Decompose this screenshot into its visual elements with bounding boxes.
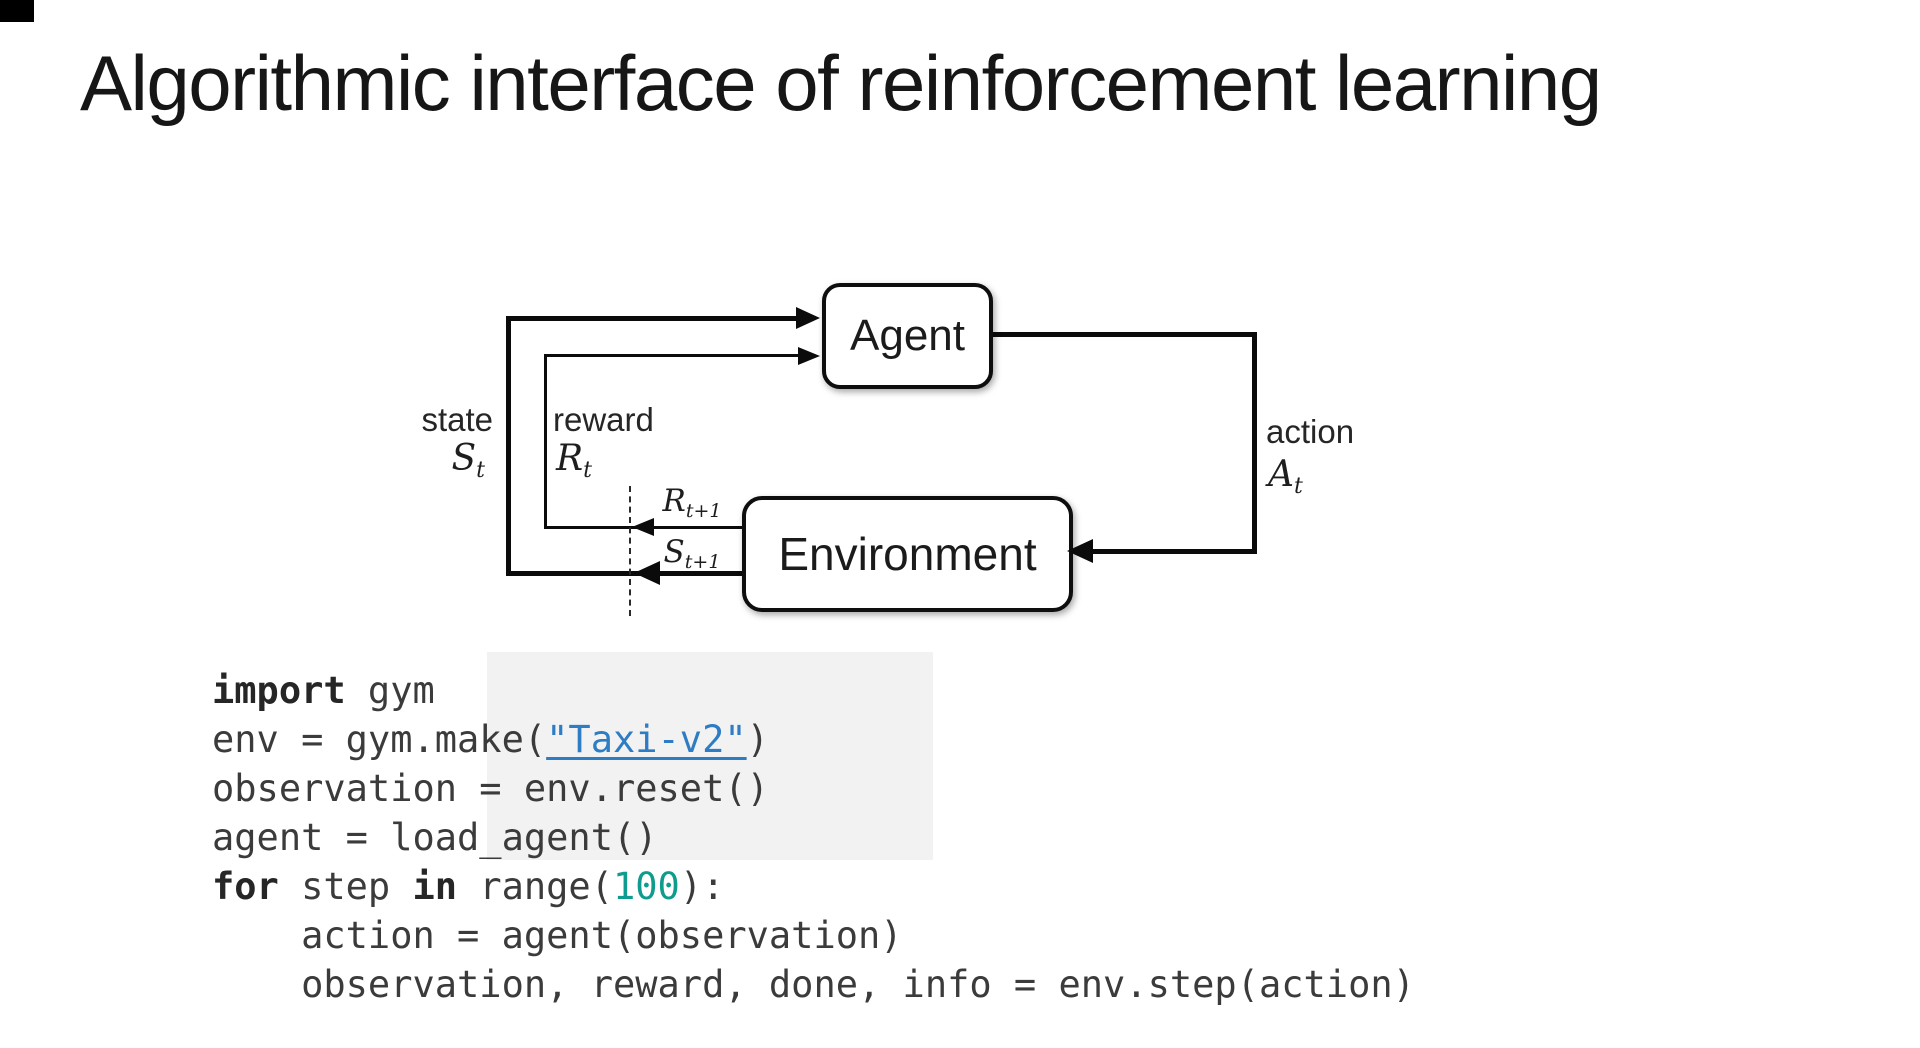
state-symbol-sub: t xyxy=(476,458,485,483)
action-symbol-var: A xyxy=(1268,454,1294,495)
action-label: action xyxy=(1266,413,1355,450)
slide-title: Algorithmic interface of reinforcement l… xyxy=(80,39,1602,127)
reward-label: reward xyxy=(553,401,654,438)
reward-symbol-sub: t xyxy=(583,458,592,483)
code-highlight-bg xyxy=(487,652,933,860)
next-reward-arrowhead-icon xyxy=(632,518,654,536)
code-segment: import xyxy=(212,669,346,712)
action-line-top xyxy=(985,332,1257,337)
environment-box: Environment xyxy=(742,496,1073,612)
code-segment: gym xyxy=(345,669,435,712)
code-segment: agent = load_agent() xyxy=(212,816,658,859)
code-segment: observation, reward, done, info = env.st… xyxy=(212,963,1415,1006)
reward-arrowhead-icon xyxy=(798,347,820,365)
state-line-left xyxy=(506,316,511,576)
code-segment: action = agent(observation) xyxy=(212,914,903,957)
next-state-symbol-var: S xyxy=(663,534,685,570)
action-line-bottom xyxy=(1091,549,1257,554)
code-segment: range( xyxy=(457,865,613,908)
next-state-symbol: St+1 xyxy=(640,534,744,573)
code-segment: 100 xyxy=(612,865,680,908)
taxi-v2-link[interactable]: "Taxi-v2" xyxy=(546,718,747,761)
code-line: for step in range(100): xyxy=(212,862,1415,911)
action-arrowhead-icon xyxy=(1067,539,1093,563)
next-reward-symbol-var: R xyxy=(662,483,686,519)
next-reward-symbol: Rt+1 xyxy=(640,483,744,522)
agent-box: Agent xyxy=(822,283,993,389)
action-symbol-sub: t xyxy=(1294,474,1303,499)
state-label: state xyxy=(421,401,493,438)
next-state-symbol-sub: t+1 xyxy=(684,551,721,573)
code-line: import gym xyxy=(212,666,1415,715)
environment-label: Environment xyxy=(778,528,1037,580)
action-symbol: At xyxy=(1268,454,1303,498)
state-line-top xyxy=(506,316,798,321)
code-segment: in xyxy=(412,865,458,908)
code-segment: step xyxy=(278,865,413,908)
state-symbol-var: S xyxy=(451,438,477,479)
agent-label: Agent xyxy=(850,311,965,360)
state-symbol: St xyxy=(393,438,485,482)
code-line: observation = env.reset() xyxy=(212,764,1415,813)
code-line: action = agent(observation) xyxy=(212,911,1415,960)
corner-artifact xyxy=(0,0,34,22)
code-segment: ) xyxy=(746,718,769,761)
reward-symbol: Rt xyxy=(556,438,592,482)
time-boundary-dashed-line xyxy=(629,486,631,616)
reward-line-top xyxy=(544,354,800,357)
reward-symbol-var: R xyxy=(556,438,584,479)
code-line: agent = load_agent() xyxy=(212,813,1415,862)
state-arrowhead-icon xyxy=(796,307,820,329)
action-line-right xyxy=(1252,332,1257,554)
next-state-arrowhead-icon xyxy=(634,561,660,585)
code-segment: env = gym.make( xyxy=(212,718,547,761)
code-segment: for xyxy=(212,865,279,908)
next-reward-symbol-sub: t+1 xyxy=(685,500,722,522)
code-line: env = gym.make("Taxi-v2") xyxy=(212,715,1415,764)
state-line-bottom xyxy=(506,571,744,576)
code-segment: ): xyxy=(679,865,725,908)
code-segment: observation = env.reset() xyxy=(212,767,769,810)
reward-line-left xyxy=(544,354,547,529)
code-line: observation, reward, done, info = env.st… xyxy=(212,960,1415,1009)
